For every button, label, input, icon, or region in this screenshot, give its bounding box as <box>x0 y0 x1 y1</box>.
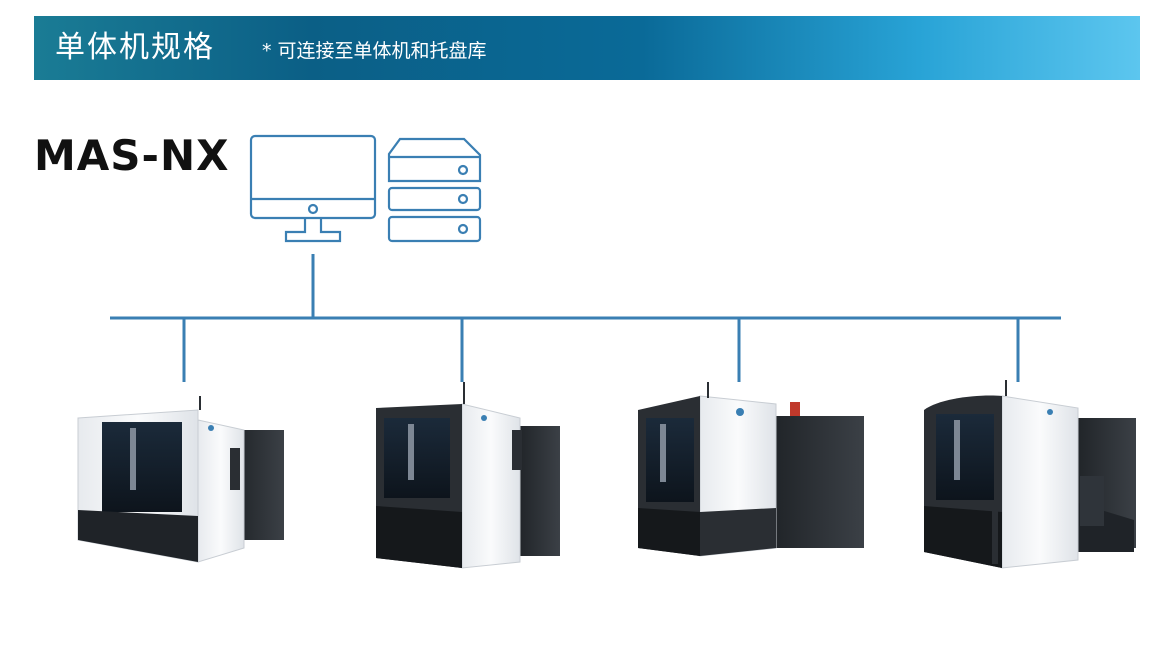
machine-2 <box>376 382 560 569</box>
network-lines <box>110 254 1061 382</box>
section-header-banner: 单体机规格 * 可连接至单体机和托盘库 <box>34 16 1140 80</box>
computer-icon <box>249 134 377 243</box>
product-name: MAS-NX <box>34 131 230 180</box>
machine-1 <box>77 396 284 563</box>
section-title: 单体机规格 <box>55 30 215 65</box>
machine-3 <box>638 382 864 557</box>
server-icon <box>387 137 482 243</box>
machine-4 <box>924 380 1136 569</box>
section-note: * 可连接至单体机和托盘库 <box>262 40 487 62</box>
